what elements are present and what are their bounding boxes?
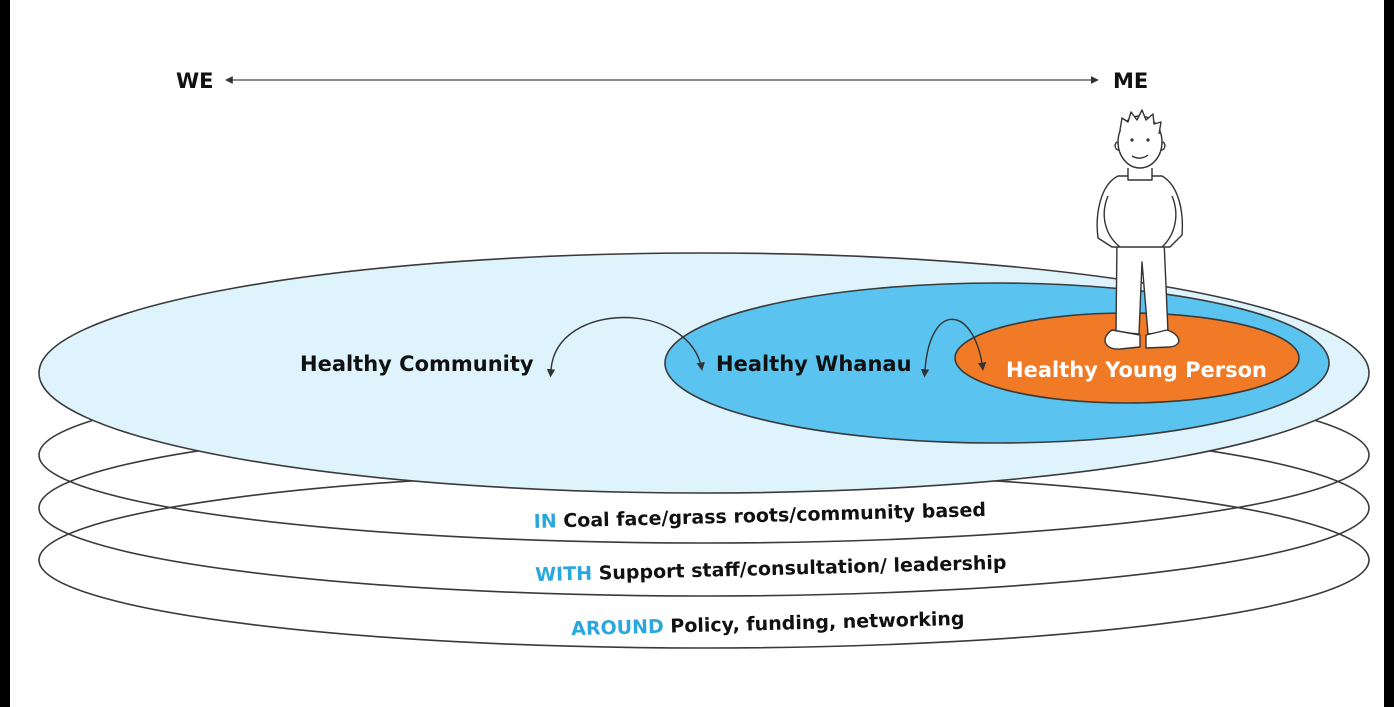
flow-arrows (546, 316, 987, 378)
axis-label-me: ME (1113, 69, 1148, 93)
label-healthy-community: Healthy Community (300, 352, 534, 376)
arrow-whanau-young-person (920, 318, 987, 378)
layer-keyword-with: WITH (535, 563, 592, 586)
layer-keyword-in: IN (533, 510, 557, 533)
layer-text-in: Coal face/grass roots/community based (556, 499, 986, 532)
layer-text-around: Policy, funding, networking (664, 608, 965, 638)
standing-person-icon (1096, 109, 1184, 350)
layer-text-with: Support staff/consultation/ leadership (592, 552, 1007, 585)
layer-labels: IN Coal face/grass roots/community based… (533, 499, 1006, 640)
layer-label-with: WITH Support staff/consultation/ leaders… (535, 552, 1007, 586)
label-healthy-whanau: Healthy Whanau (716, 352, 912, 376)
layer-label-in: IN Coal face/grass roots/community based (533, 499, 986, 533)
we-me-axis: WE ME (176, 69, 1148, 93)
layer-label-around: AROUND Policy, funding, networking (571, 608, 965, 640)
layer-keyword-around: AROUND (571, 616, 664, 640)
axis-label-we: WE (176, 69, 214, 93)
arrow-community-whanau (546, 316, 705, 378)
label-healthy-young-person: Healthy Young Person (1006, 358, 1267, 382)
